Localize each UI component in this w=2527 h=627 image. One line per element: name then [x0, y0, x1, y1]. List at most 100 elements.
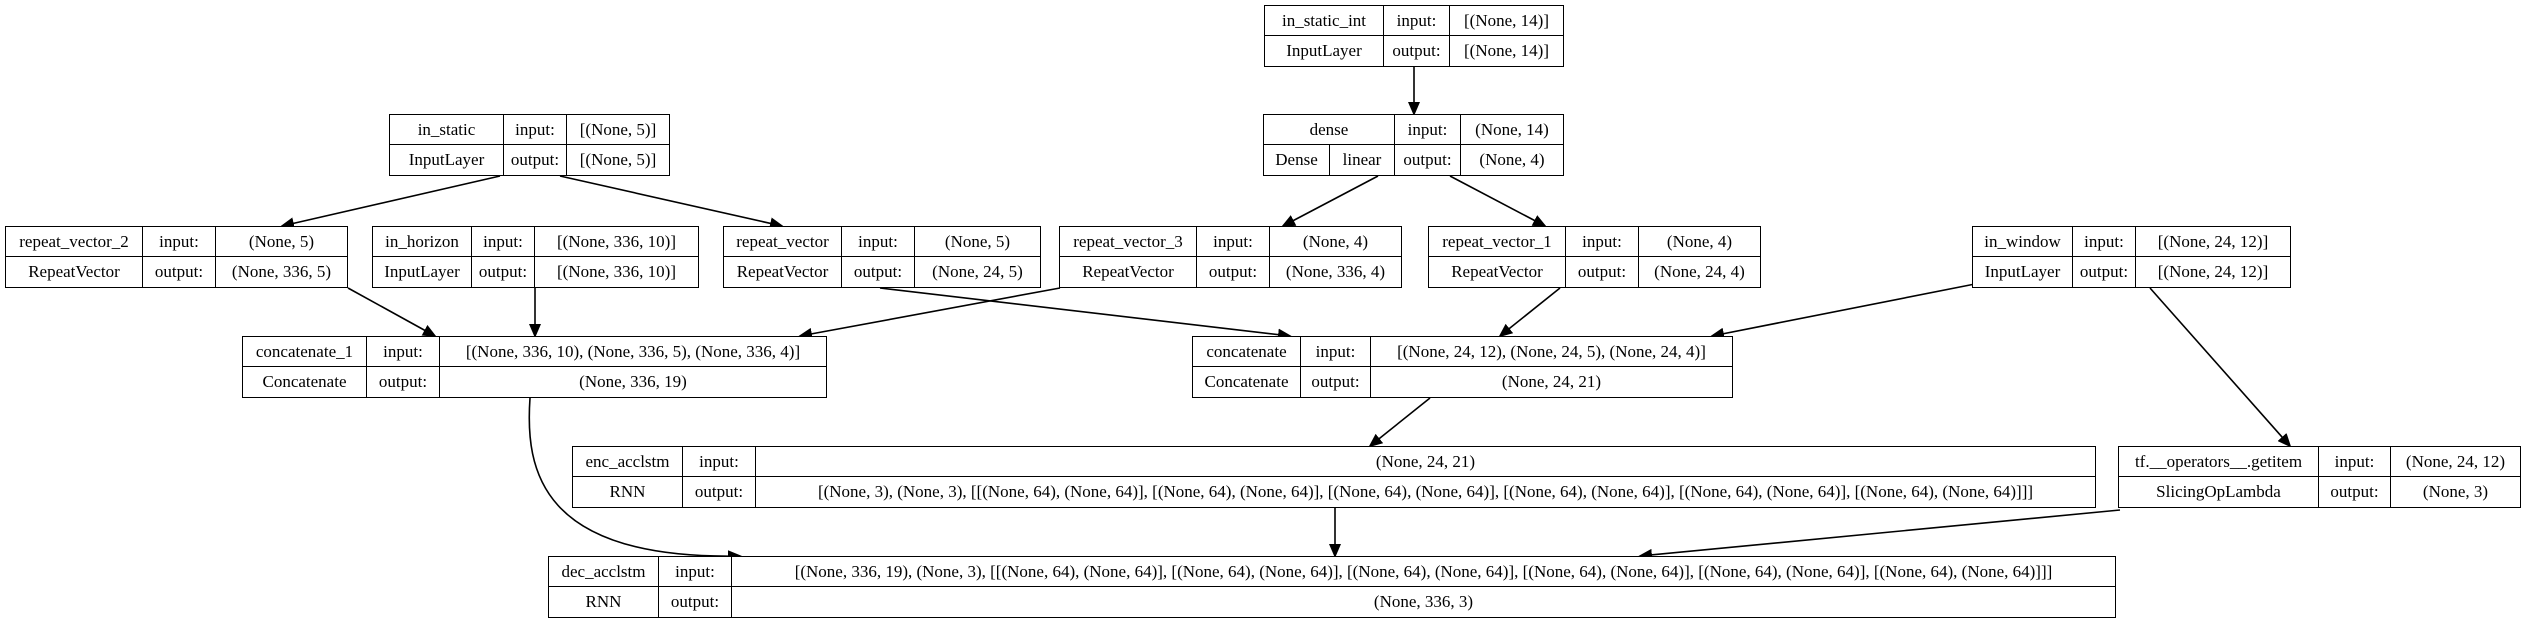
- input-label: input:: [472, 227, 535, 257]
- node-dec-acclstm: dec_acclstm input: [(None, 336, 19), (No…: [548, 556, 2116, 618]
- output-shape: [(None, 3), (None, 3), [[(None, 64), (No…: [817, 482, 2034, 501]
- edge-dense-to-repeat_vector_1: [1449, 175, 1547, 227]
- edge-concatenate-to-enc_acclstm: [1368, 397, 1431, 448]
- output-label: output:: [659, 587, 732, 617]
- node-type: RNN: [549, 587, 659, 617]
- node-name: dec_acclstm: [549, 557, 659, 587]
- node-activation: linear: [1330, 145, 1395, 175]
- node-name: enc_acclstm: [573, 447, 683, 477]
- output-shape: (None, 336, 4): [1285, 262, 1386, 281]
- edge-in_window-to-getitem: [2149, 287, 2292, 448]
- output-label: output:: [367, 367, 440, 397]
- input-label: input:: [659, 557, 732, 587]
- edge-in_static-to-repeat_vector_2: [280, 175, 501, 230]
- input-label: input:: [2319, 447, 2391, 477]
- input-label: input:: [1395, 115, 1461, 145]
- output-label: output:: [1197, 257, 1270, 287]
- input-shape: (None, 5): [216, 227, 347, 257]
- node-name: repeat_vector_1: [1429, 227, 1566, 257]
- input-shape: (None, 24, 21): [756, 447, 2095, 477]
- node-type: RepeatVector: [1429, 257, 1566, 287]
- output-shape: (None, 336, 3): [1373, 592, 1474, 611]
- node-in-static-int: in_static_int input: [(None, 14)] InputL…: [1264, 5, 1564, 67]
- node-type: InputLayer: [390, 145, 504, 175]
- node-name: repeat_vector_2: [6, 227, 143, 257]
- node-concatenate-1: concatenate_1 input: [(None, 336, 10), (…: [242, 336, 827, 398]
- input-label: input:: [1384, 6, 1450, 36]
- node-concatenate: concatenate input: [(None, 24, 12), (Non…: [1192, 336, 1733, 398]
- output-label: output:: [1395, 145, 1461, 175]
- input-shape: (None, 4): [1639, 227, 1760, 257]
- input-shape: [(None, 336, 19), (None, 3), [[(None, 64…: [732, 557, 2115, 587]
- node-dense: dense input: (None, 14) Dense linear out…: [1263, 114, 1564, 176]
- input-label: input:: [683, 447, 756, 477]
- input-shape: [(None, 336, 10), (None, 336, 5), (None,…: [440, 337, 826, 367]
- edge-getitem-to-dec_acclstm: [1638, 509, 2121, 561]
- node-type: RNN: [573, 477, 683, 507]
- input-shape: [(None, 5)]: [567, 115, 669, 145]
- input-label: input:: [1197, 227, 1270, 257]
- node-in-window: in_window input: [(None, 24, 12)] InputL…: [1972, 226, 2291, 288]
- node-name: in_horizon: [373, 227, 472, 257]
- node-name: repeat_vector_3: [1060, 227, 1197, 257]
- node-type: SlicingOpLambda: [2119, 477, 2319, 507]
- output-shape: (None, 24, 4): [1654, 262, 1745, 281]
- node-type: Concatenate: [243, 367, 367, 397]
- output-shape: (None, 24, 21): [1501, 372, 1602, 391]
- node-enc-acclstm: enc_acclstm input: (None, 24, 21) RNN ou…: [572, 446, 2096, 508]
- output-shape: (None, 336, 5): [231, 262, 332, 281]
- input-shape: [(None, 336, 10)]: [535, 227, 698, 257]
- input-shape: (None, 14): [1461, 115, 1563, 145]
- input-shape: (None, 4): [1270, 227, 1401, 257]
- output-label: output:: [1566, 257, 1639, 287]
- node-getitem: tf.__operators__.getitem input: (None, 2…: [2118, 446, 2521, 508]
- output-label: output:: [1301, 367, 1371, 397]
- output-label: output:: [842, 257, 915, 287]
- edge-concatenate_1-to-dec_acclstm: [528, 397, 742, 563]
- edge-in_window-to-concatenate: [1710, 283, 1976, 340]
- output-shape: [(None, 14)]: [1464, 41, 1549, 60]
- node-name: in_window: [1973, 227, 2073, 257]
- node-type: InputLayer: [1265, 36, 1384, 66]
- node-type: Concatenate: [1193, 367, 1301, 397]
- output-label: output:: [504, 145, 567, 175]
- output-label: output:: [1384, 36, 1450, 66]
- node-repeat-vector: repeat_vector input: (None, 5) RepeatVec…: [723, 226, 1041, 288]
- node-repeat-vector-1: repeat_vector_1 input: (None, 4) RepeatV…: [1428, 226, 1761, 288]
- input-shape: [(None, 24, 12)]: [2136, 227, 2290, 257]
- node-name: dense: [1264, 115, 1395, 145]
- input-label: input:: [1566, 227, 1639, 257]
- node-type: Dense: [1264, 145, 1330, 175]
- node-name: repeat_vector: [724, 227, 842, 257]
- node-name: in_static: [390, 115, 504, 145]
- edge-repeat_vector_3-to-concatenate_1: [798, 287, 1061, 340]
- node-repeat-vector-2: repeat_vector_2 input: (None, 5) RepeatV…: [5, 226, 348, 288]
- output-shape: [(None, 5)]: [579, 150, 657, 169]
- node-name: concatenate_1: [243, 337, 367, 367]
- node-name: concatenate: [1193, 337, 1301, 367]
- output-shape: (None, 336, 19): [579, 372, 687, 391]
- output-label: output:: [683, 477, 756, 507]
- output-shape: [(None, 336, 10)]: [557, 262, 676, 281]
- node-name: tf.__operators__.getitem: [2119, 447, 2319, 477]
- edge-repeat_vector_2-to-concatenate_1: [347, 287, 437, 337]
- node-type: InputLayer: [1973, 257, 2073, 287]
- edge-dense-to-repeat_vector_3: [1281, 175, 1379, 227]
- output-shape: (None, 3): [2422, 482, 2489, 501]
- node-repeat-vector-3: repeat_vector_3 input: (None, 4) RepeatV…: [1059, 226, 1402, 288]
- output-label: output:: [2073, 257, 2136, 287]
- output-shape: [(None, 24, 12)]: [2157, 262, 2269, 281]
- input-shape: [(None, 14)]: [1450, 6, 1563, 36]
- input-shape: (None, 5): [915, 227, 1040, 257]
- edge-repeat_vector-to-concatenate: [879, 287, 1292, 341]
- edge-in_static-to-repeat_vector: [559, 175, 784, 230]
- node-type: RepeatVector: [724, 257, 842, 287]
- input-label: input:: [842, 227, 915, 257]
- input-shape: [(None, 24, 12), (None, 24, 5), (None, 2…: [1371, 337, 1732, 367]
- node-type: RepeatVector: [1060, 257, 1197, 287]
- output-shape: (None, 4): [1479, 150, 1545, 169]
- output-label: output:: [143, 257, 216, 287]
- input-label: input:: [2073, 227, 2136, 257]
- input-label: input:: [504, 115, 567, 145]
